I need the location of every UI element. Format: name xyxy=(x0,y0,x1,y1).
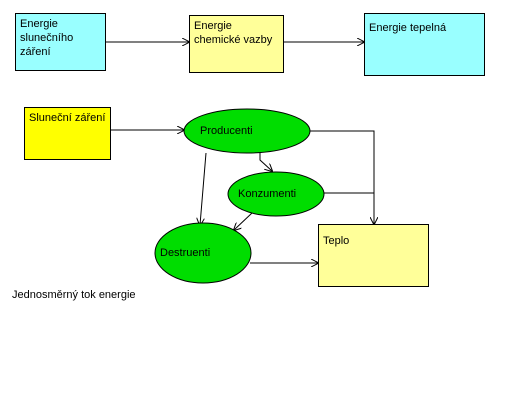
thermal-energy-label: Energie tepelná xyxy=(369,22,447,34)
heat-label: Teplo xyxy=(323,235,350,247)
decomposers-ellipse xyxy=(154,222,252,284)
chemical-energy-label: Energie chemické vazby xyxy=(194,20,273,46)
producers-label: Producenti xyxy=(200,125,253,137)
heat-box: Teplo xyxy=(318,224,429,287)
sunlight-box: Sluneční záření xyxy=(24,107,111,160)
consumers-label: Konzumenti xyxy=(238,188,297,200)
sunlight-label: Sluneční záření xyxy=(29,112,106,124)
decomposers-label: Destruenti xyxy=(160,247,211,259)
arrow-producers-to-consumers xyxy=(259,150,272,171)
solar-energy-label: Energie slunečního záření xyxy=(20,18,74,58)
chemical-energy-box: Energie chemické vazby xyxy=(189,15,284,73)
arrow-producers-to-decomposers xyxy=(200,152,207,225)
thermal-energy-box: Energie tepelná xyxy=(364,13,485,76)
arrow-producers-to-heat xyxy=(310,130,374,224)
consumers-ellipse xyxy=(227,171,325,217)
producers-ellipse xyxy=(183,108,311,154)
arrow-consumers-to-decomposers xyxy=(234,212,253,230)
solar-energy-box: Energie slunečního záření xyxy=(15,13,106,71)
diagram-caption: Jednosměrný tok energie xyxy=(12,289,136,301)
